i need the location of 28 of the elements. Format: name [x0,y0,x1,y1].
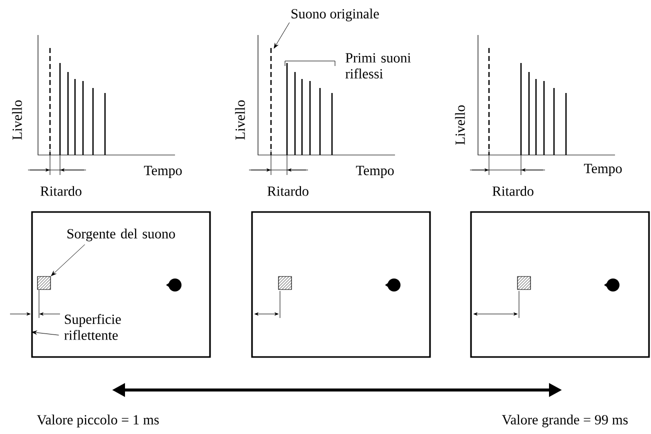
axis-label: Tempo [356,166,394,178]
axis-label: Livello [455,105,465,145]
dimension-label: Ritardo [492,186,534,196]
hatched-square [278,276,292,290]
axis-label: Livello [235,100,245,140]
listener-dot [604,278,620,292]
room-box [31,211,211,358]
leader-line [51,244,86,276]
listener-dot [166,278,182,292]
text-label: Primi suoni riflessi [345,53,411,78]
text-label: Sorgente del suono [67,228,175,242]
axis-label: Livello [12,100,22,140]
hatched-square [517,276,531,290]
text-label: Suono originale [292,8,379,22]
listener-dot [385,278,400,292]
dimension-label: Ritardo [40,186,82,196]
hatched-square [37,276,51,290]
room-box [251,211,431,358]
text-label: Valore grande = 99 ms [502,414,628,428]
axis-label: Tempo [584,164,622,176]
dimension-label: Ritardo [268,186,308,196]
text-label: Valore piccolo = 1 ms [36,414,159,428]
room-box [470,211,650,358]
dashed-line [270,48,272,155]
axis-label: Tempo [144,166,182,178]
text-label: Superficie riflettente [64,314,121,340]
leader-line [274,22,290,48]
leader-line [32,330,60,336]
